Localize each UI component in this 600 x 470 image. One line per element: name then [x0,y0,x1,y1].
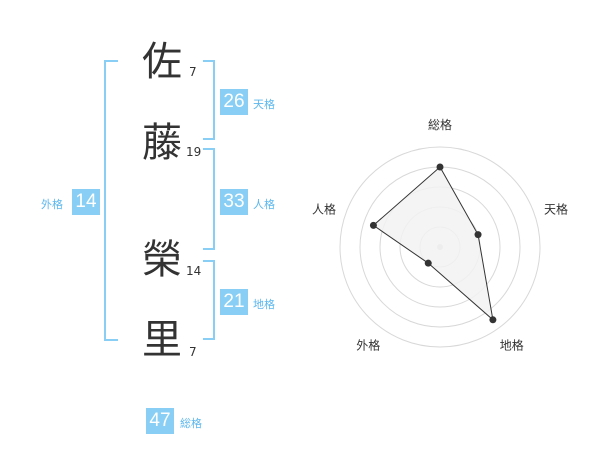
stroke-count-3: 14 [186,264,202,278]
soukaku-label: 総格 [180,417,202,430]
chikaku-value-badge: 21 [220,289,248,315]
jinkaku-label: 人格 [253,198,275,211]
radar-axis-label-4: 外格 [356,338,380,353]
radar-point-5 [369,221,377,229]
gaikaku-bracket [104,60,118,341]
gaikaku-label: 外格 [41,198,63,211]
radar-axis-label-2: 天格 [544,201,568,216]
radar-point-3 [489,316,497,324]
tenkaku-bracket [203,60,215,140]
radar-point-4 [424,259,432,267]
soukaku-value-badge: 47 [146,408,174,434]
radar-axis-label-1: 総格 [428,117,452,132]
stroke-count-4: 7 [189,345,197,359]
radar-point-2 [474,231,482,239]
radar-axis-label-3: 地格 [500,338,524,353]
name-char-4: 里 [142,317,182,363]
jinkaku-bracket [203,148,215,250]
tenkaku-label: 天格 [253,98,275,111]
stroke-count-1: 7 [189,65,197,79]
tenkaku-value-badge: 26 [220,89,248,115]
chikaku-bracket [203,260,215,340]
stroke-count-2: 19 [186,145,202,159]
name-char-3: 榮 [142,237,182,283]
jinkaku-value-badge: 33 [220,189,248,215]
radar-data-polygon [372,166,494,322]
name-char-2: 藤 [142,120,182,166]
name-char-1: 佐 [142,39,182,85]
gaikaku-value-badge: 14 [72,189,100,215]
radar-point-1 [436,163,444,171]
radar-axis-label-5: 人格 [312,201,336,216]
chikaku-label: 地格 [253,298,275,311]
radar-grid-ring-5 [339,146,541,348]
